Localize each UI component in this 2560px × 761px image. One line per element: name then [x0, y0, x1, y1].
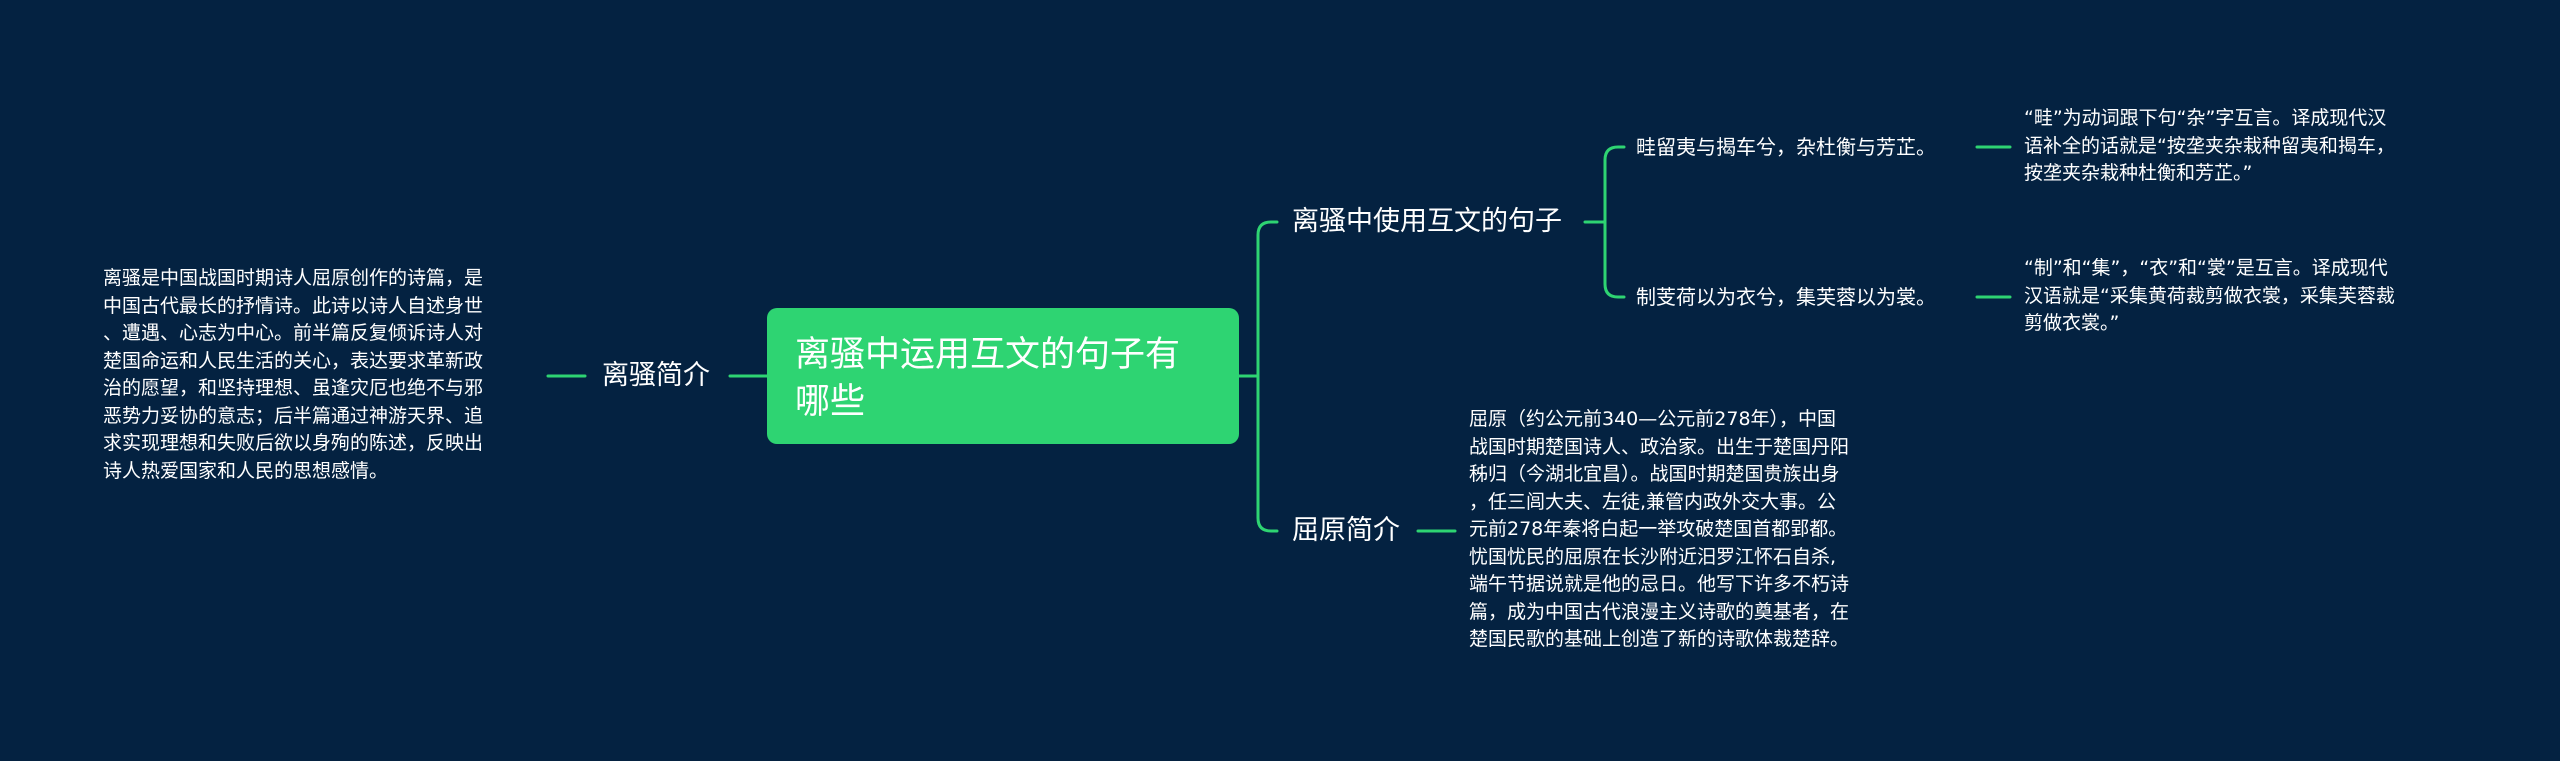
- lisao-text-line: 中国古代最长的抒情诗。此诗以诗人自述身世: [103, 294, 484, 317]
- note2-line: 剪做衣裳。”: [2024, 312, 2120, 334]
- quyuan-text-line: 元前278年秦将白起一举攻破楚国首都郢都。: [1469, 518, 1848, 540]
- sentence-note-1[interactable]: “畦”为动词跟下句“杂”字互言。译成现代汉 语补全的话就是“按垄夹杂栽种留夷和揭…: [2024, 105, 2395, 188]
- branch-lisao-intro[interactable]: 离骚简介: [602, 360, 710, 391]
- lisao-text-node[interactable]: 离骚是中国战国时期诗人屈原创作的诗篇，是 中国古代最长的抒情诗。此诗以诗人自述身…: [103, 265, 483, 485]
- quyuan-text-line: 楚国民歌的基础上创造了新的诗歌体裁楚辞。: [1469, 628, 1850, 650]
- quyuan-text-line: 忧国忧民的屈原在长沙附近汨罗江怀石自杀,: [1469, 545, 1837, 568]
- sentence-node-2[interactable]: 制芰荷以为衣兮，集芙蓉以为裳。: [1636, 285, 1936, 309]
- lisao-text-line: 恶势力妥协的意志；后半篇通过神游天界、追: [103, 404, 484, 427]
- branch-huwen-sentences[interactable]: 离骚中使用互文的句子: [1292, 206, 1562, 237]
- lisao-text-line: 求实现理想和失败后欲以身殉的陈述，反映出: [103, 432, 484, 454]
- root-node[interactable]: 离骚中运用互文的句子有 哪些: [767, 308, 1239, 444]
- sentence-note-2[interactable]: “制”和“集”，“衣”和“裳”是互言。译成现代 汉语就是“采集黄荷裁剪做衣裳，采…: [2024, 255, 2395, 338]
- quyuan-text-line: 战国时期楚国诗人、政治家。出生于楚国丹阳: [1469, 435, 1850, 458]
- lisao-text-line: 治的愿望，和坚持理想、虽逢灾厄也绝不与邪: [103, 377, 484, 399]
- quyuan-text-node[interactable]: 屈原（约公元前340—公元前278年），中国 战国时期楚国诗人、政治家。出生于楚…: [1469, 406, 1849, 654]
- lisao-text-line: 诗人热爱国家和人民的思想感情。: [103, 459, 389, 482]
- root-title-line2: 哪些: [795, 382, 866, 422]
- branch-quyuan-intro[interactable]: 屈原简介: [1292, 515, 1400, 546]
- sentence-node-1[interactable]: 畦留夷与揭车兮，杂杜衡与芳芷。: [1636, 135, 1936, 159]
- connector-root-quyuan: [1256, 374, 1279, 533]
- connector-huwen-child2: [1603, 220, 1626, 299]
- root-title-line1: 离骚中运用互文的句子有: [795, 335, 1181, 375]
- note1-line: “畦”为动词跟下句“杂”字互言。译成现代汉: [2024, 107, 2387, 129]
- lisao-text-line: 、遭遇、心志为中心。前半篇反复倾诉诗人对: [103, 322, 484, 344]
- lisao-text-line: 离骚是中国战国时期诗人屈原创作的诗篇，是: [103, 267, 484, 289]
- note2-line: “制”和“集”，“衣”和“裳”是互言。译成现代: [2024, 257, 2388, 279]
- quyuan-text-line: 篇，成为中国古代浪漫主义诗歌的奠基者，在: [1469, 600, 1850, 623]
- note1-line: 按垄夹杂栽种杜衡和芳芷。”: [2024, 162, 2253, 184]
- quyuan-text-line: 端午节据说就是他的忌日。他写下许多不朽诗: [1469, 573, 1850, 595]
- note2-line: 汉语就是“采集黄荷裁剪做衣裳，采集芙蓉裁: [2024, 284, 2395, 307]
- connector-root-huwen: [1256, 220, 1279, 378]
- quyuan-text-line: ，任三闾大夫、左徒,兼管内政外交大事。公: [1469, 490, 1837, 513]
- note1-line: 语补全的话就是“按垄夹杂栽种留夷和揭车，: [2024, 134, 2395, 157]
- quyuan-text-line: 屈原（约公元前340—公元前278年），中国: [1469, 408, 1837, 430]
- quyuan-text-line: 秭归（今湖北宜昌）。战国时期楚国贵族出身: [1469, 463, 1840, 485]
- connector-huwen-child1: [1603, 145, 1626, 224]
- lisao-text-line: 楚国命运和人民生活的关心，表达要求革新政: [103, 349, 484, 372]
